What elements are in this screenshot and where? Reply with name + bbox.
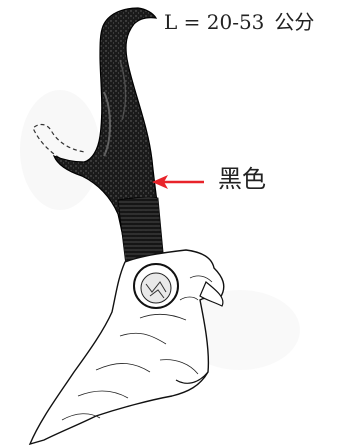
length-unit: 公分 (274, 10, 314, 34)
arrow-pointer (152, 175, 204, 189)
color-label: 黑色 (218, 159, 266, 194)
eye-socket-inner (141, 273, 171, 303)
length-label: L = 20-53 公分 (164, 6, 314, 35)
length-value: L = 20-53 (164, 10, 264, 34)
skull (30, 250, 224, 444)
